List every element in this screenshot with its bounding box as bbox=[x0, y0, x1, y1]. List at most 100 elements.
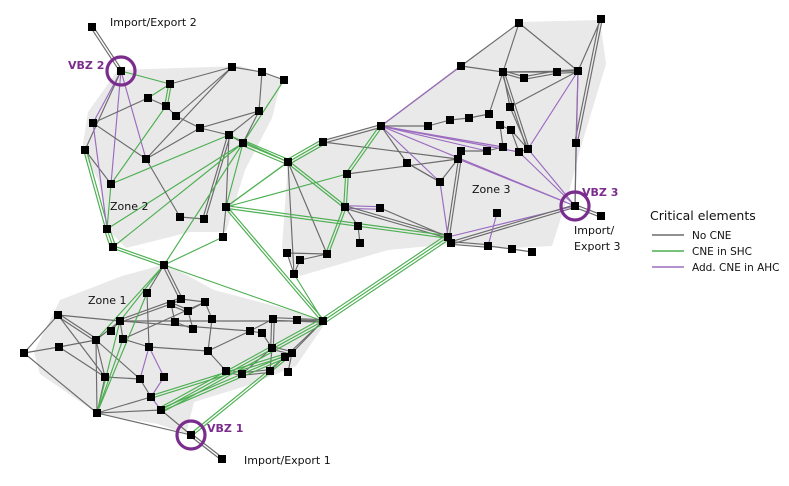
node-c28 bbox=[597, 212, 605, 220]
line-c1-c3-0 bbox=[460, 22, 520, 67]
node-c24 bbox=[454, 155, 462, 163]
line-a16-a3-0 bbox=[145, 66, 233, 160]
node-b19 bbox=[319, 317, 327, 325]
line-a17-a22-0 bbox=[106, 183, 112, 230]
node-c11 bbox=[446, 116, 454, 124]
node-b11 bbox=[107, 327, 115, 335]
line-a15-a22-0 bbox=[85, 149, 109, 229]
line-c1-c7-0 bbox=[518, 22, 579, 72]
line-c13-c25-0 bbox=[347, 126, 383, 176]
line-c13-c3-0 bbox=[380, 65, 462, 127]
node-c32 bbox=[354, 222, 362, 230]
node-c30 bbox=[341, 203, 349, 211]
line-a23-b1-0 bbox=[113, 245, 165, 265]
node-c4 bbox=[499, 68, 507, 76]
line-a15-a22-1 bbox=[83, 150, 107, 230]
node-c18 bbox=[515, 148, 523, 156]
line-a3-a4-0 bbox=[231, 66, 263, 73]
vbz-1-label: VBZ 1 bbox=[207, 422, 243, 435]
line-a12-a24-0 bbox=[243, 140, 290, 161]
node-c5 bbox=[520, 74, 528, 82]
node-a2 bbox=[117, 67, 125, 75]
node-a5 bbox=[280, 76, 288, 84]
node-b38 bbox=[218, 455, 226, 463]
line-b16-b8-0 bbox=[207, 318, 213, 352]
line-a10-a13-0 bbox=[199, 110, 260, 129]
line-a24-c30-1 bbox=[286, 162, 345, 209]
line-a4-a13-0 bbox=[258, 71, 263, 112]
node-c19 bbox=[572, 139, 580, 147]
line-a12-a18-0 bbox=[225, 142, 244, 208]
node-c16 bbox=[507, 126, 515, 134]
vbz-3-label: VBZ 3 bbox=[582, 186, 618, 199]
line-c2-c19-0 bbox=[576, 19, 603, 144]
line-a12-a22-0 bbox=[106, 142, 244, 230]
line-b12-b13-1 bbox=[56, 315, 96, 342]
node-b5 bbox=[201, 298, 209, 306]
line-a10-a11-0 bbox=[199, 127, 230, 136]
line-c39-c40-0 bbox=[286, 252, 328, 255]
node-c3 bbox=[457, 62, 465, 70]
line-b29-b31-0 bbox=[58, 346, 106, 378]
node-a23 bbox=[109, 243, 117, 251]
node-c42 bbox=[290, 270, 298, 278]
node-b24 bbox=[281, 353, 289, 361]
node-a13 bbox=[255, 107, 263, 115]
node-a21 bbox=[219, 233, 227, 241]
node-a22 bbox=[103, 225, 111, 233]
vbz-2-label: VBZ 2 bbox=[68, 59, 104, 72]
node-b21 bbox=[258, 329, 266, 337]
line-b12-b13-0 bbox=[58, 313, 98, 340]
node-b7 bbox=[171, 318, 179, 326]
line-a2-a6-0 bbox=[120, 70, 171, 85]
node-c31 bbox=[376, 204, 384, 212]
line-a18-c33-0 bbox=[226, 205, 449, 237]
node-b20 bbox=[246, 327, 254, 335]
node-a8 bbox=[162, 102, 170, 110]
line-b36-b37-0 bbox=[96, 412, 192, 436]
line-c13-c25-1 bbox=[345, 124, 381, 174]
node-b9 bbox=[189, 325, 197, 333]
node-c33 bbox=[444, 233, 452, 241]
line-c27-c17-0 bbox=[527, 148, 576, 207]
node-b18 bbox=[293, 316, 301, 324]
line-c35-c36-1 bbox=[450, 243, 488, 248]
edges-layer bbox=[23, 18, 603, 461]
line-b1-b3-1 bbox=[162, 265, 181, 300]
line-a16-a10-0 bbox=[145, 127, 201, 160]
line-c33-b19-1 bbox=[322, 236, 449, 322]
node-b26 bbox=[238, 370, 246, 378]
line-c30-c39-0 bbox=[327, 207, 347, 255]
node-c9 bbox=[485, 110, 493, 118]
line-a17-a11-0 bbox=[110, 134, 230, 185]
node-a9 bbox=[172, 112, 180, 120]
node-c20 bbox=[499, 143, 507, 151]
line-c39-c41-0 bbox=[299, 253, 328, 261]
node-a17 bbox=[107, 180, 115, 188]
line-a24-c42-0 bbox=[287, 161, 295, 275]
line-b12-b30-0 bbox=[23, 314, 59, 354]
line-a24-c14-0 bbox=[286, 139, 322, 161]
node-b27 bbox=[266, 367, 274, 375]
line-c30-c39-1 bbox=[325, 206, 345, 254]
node-b28 bbox=[284, 368, 292, 376]
line-c22-c33-1 bbox=[446, 150, 461, 237]
zone-3-label: Zone 3 bbox=[472, 183, 511, 196]
node-b32 bbox=[160, 373, 168, 381]
line-b29-b30-0 bbox=[23, 346, 60, 354]
line-c1-c4-0 bbox=[502, 22, 520, 73]
node-b15 bbox=[145, 343, 153, 351]
line-a24-c30-0 bbox=[288, 160, 347, 207]
line-c26-c33-0 bbox=[439, 181, 449, 238]
node-b1 bbox=[160, 261, 168, 269]
line-a18-c33-1 bbox=[225, 207, 448, 239]
node-a15 bbox=[81, 146, 89, 154]
node-b25 bbox=[222, 367, 230, 375]
line-a7-a14-0 bbox=[92, 97, 149, 124]
line-b35-b19-1 bbox=[160, 320, 324, 411]
line-b10-b12-0 bbox=[57, 314, 121, 322]
node-b2 bbox=[143, 289, 151, 297]
node-a10 bbox=[196, 124, 204, 132]
node-c14 bbox=[319, 138, 327, 146]
